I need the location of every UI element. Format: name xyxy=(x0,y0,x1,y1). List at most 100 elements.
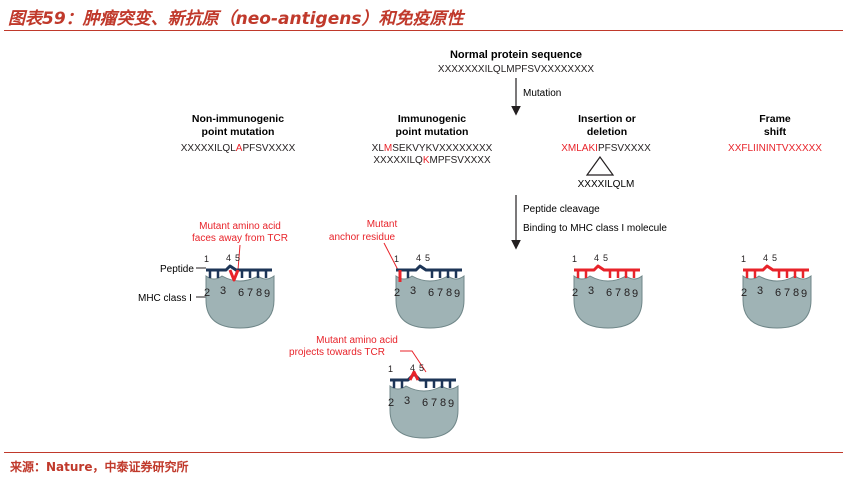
source-note: 来源：Nature，中泰证券研究所 xyxy=(10,460,189,474)
residue-position-5: 5 xyxy=(425,253,430,263)
variant-sequence: XLMSEKVYKVXXXXXXXX xyxy=(372,143,493,154)
variant-heading-line1: Frame xyxy=(759,113,791,125)
residue-position-6: 6 xyxy=(422,397,428,409)
mutant-residue-up xyxy=(408,370,420,381)
residue-position-5: 5 xyxy=(772,253,777,263)
residue-position-9: 9 xyxy=(448,398,454,410)
residue-position-8: 8 xyxy=(624,287,630,299)
peptide-backbone xyxy=(390,372,456,382)
variant-heading-line1: Immunogenic xyxy=(398,113,466,125)
residue-position-3: 3 xyxy=(588,285,594,297)
residue-position-5: 5 xyxy=(603,253,608,263)
variant-sequence: XMLAKIPFSVXXXX xyxy=(561,143,651,154)
sequence-segment: XXXXXILQL xyxy=(181,143,236,154)
label-away-pointer xyxy=(237,244,241,271)
variant-insertion-deletion: Insertion or deletion XMLAKIPFSVXXXX XXX… xyxy=(561,113,651,190)
sequence-segment: MPFSVXXXX xyxy=(430,155,491,166)
processing-step-binding: Binding to MHC class I molecule xyxy=(523,223,667,234)
variant-immunogenic: Immunogenic point mutation XLMSEKVYKVXXX… xyxy=(372,113,493,166)
label-mhc: MHC class I xyxy=(138,293,192,304)
residue-position-8: 8 xyxy=(793,287,799,299)
residue-position-2: 2 xyxy=(204,287,210,299)
label-towards-pointer xyxy=(400,350,427,373)
variant-sequence: XXFLIININTVXXXXX xyxy=(728,143,822,154)
residue-position-9: 9 xyxy=(632,288,638,300)
peptide-backbone xyxy=(574,264,640,272)
residue-position-7: 7 xyxy=(784,287,790,299)
residue-position-1: 1 xyxy=(204,254,209,264)
residue-position-1: 1 xyxy=(741,254,746,264)
residue-position-5: 5 xyxy=(419,363,424,373)
residue-position-3: 3 xyxy=(757,285,763,297)
mhc-class-i-molecule xyxy=(395,275,465,329)
residue-position-2: 2 xyxy=(388,397,394,409)
residue-position-1: 1 xyxy=(572,254,577,264)
label-anchor-pointer xyxy=(383,242,399,271)
residue-position-4: 4 xyxy=(763,253,768,263)
mutation-label: Mutation xyxy=(523,88,561,99)
residue-position-2: 2 xyxy=(394,287,400,299)
deletion-triangle-icon xyxy=(585,155,615,176)
residue-position-4: 4 xyxy=(410,363,415,373)
variant-sequence: XXXXXILQLAPFSVXXXX xyxy=(181,143,296,154)
peptide-backbone xyxy=(396,264,462,272)
sequence-segment: XXXXXXXILQLMPFSVXXXXXXXX xyxy=(438,64,595,75)
label-away-line1: Mutant amino acid xyxy=(199,221,281,232)
residue-position-5: 5 xyxy=(235,253,240,263)
variant-heading-line2: point mutation xyxy=(202,126,275,138)
normal-sequence: XXXXXXXILQLMPFSVXXXXXXXX xyxy=(438,64,595,75)
residue-position-9: 9 xyxy=(454,288,460,300)
residue-position-6: 6 xyxy=(238,287,244,299)
deleted-sequence: XXXXILQLM xyxy=(578,179,635,190)
residue-position-3: 3 xyxy=(220,285,226,297)
residue-position-7: 7 xyxy=(437,287,443,299)
residue-position-3: 3 xyxy=(404,395,410,407)
figure-title: 图表59：肿瘤突变、新抗原（neo-antigens）和免疫原性 xyxy=(8,9,464,29)
variant-sequence: XXXXXILQKMPFSVXXXX xyxy=(373,155,491,166)
variant-heading-line1: Insertion or xyxy=(578,113,636,125)
mutant-residues: A xyxy=(236,143,243,154)
mutant-residue-down xyxy=(228,269,240,282)
residue-position-7: 7 xyxy=(431,397,437,409)
residue-position-3: 3 xyxy=(410,285,416,297)
residue-position-6: 6 xyxy=(775,287,781,299)
variant-frameshift: Frame shift XXFLIININTVXXXXX xyxy=(728,113,822,154)
label-towards-line1: Mutant amino acid xyxy=(316,335,398,346)
residue-position-4: 4 xyxy=(226,253,231,263)
residue-position-2: 2 xyxy=(572,287,578,299)
label-anchor-line2: anchor residue xyxy=(329,232,396,243)
residue-position-1: 1 xyxy=(394,254,399,264)
residue-position-8: 8 xyxy=(440,397,446,409)
mhc-class-i-molecule xyxy=(573,275,643,329)
residue-position-8: 8 xyxy=(256,287,262,299)
mhc-class-i-molecule xyxy=(742,275,812,329)
sequence-segment: PFSVXXXX xyxy=(598,143,651,154)
mhc-class-i-molecule xyxy=(389,385,459,439)
residue-position-8: 8 xyxy=(446,287,452,299)
residue-position-1: 1 xyxy=(388,364,393,374)
peptide-backbone xyxy=(743,264,809,272)
residue-position-9: 9 xyxy=(801,288,807,300)
mutant-residues: XMLAKI xyxy=(561,143,598,154)
variant-heading-line1: Non-immunogenic xyxy=(192,113,284,125)
mutant-residues: K xyxy=(423,155,430,166)
title-divider xyxy=(4,30,843,31)
sequence-segment: XXXXXILQ xyxy=(373,155,423,166)
variant-non-immunogenic: Non-immunogenic point mutation XXXXXILQL… xyxy=(181,113,296,154)
residue-position-7: 7 xyxy=(247,287,253,299)
mhc-class-i-molecule xyxy=(205,275,275,329)
label-towards-line2: projects towards TCR xyxy=(289,347,385,358)
label-peptide: Peptide xyxy=(160,264,194,275)
mutant-residues: XXFLIININTVXXXXX xyxy=(728,143,822,154)
sequence-segment: SEKVYKVXXXXXXXX xyxy=(392,143,492,154)
residue-position-6: 6 xyxy=(428,287,434,299)
residue-position-6: 6 xyxy=(606,287,612,299)
mutant-residues: M xyxy=(384,143,392,154)
variant-heading-line2: deletion xyxy=(587,126,627,138)
